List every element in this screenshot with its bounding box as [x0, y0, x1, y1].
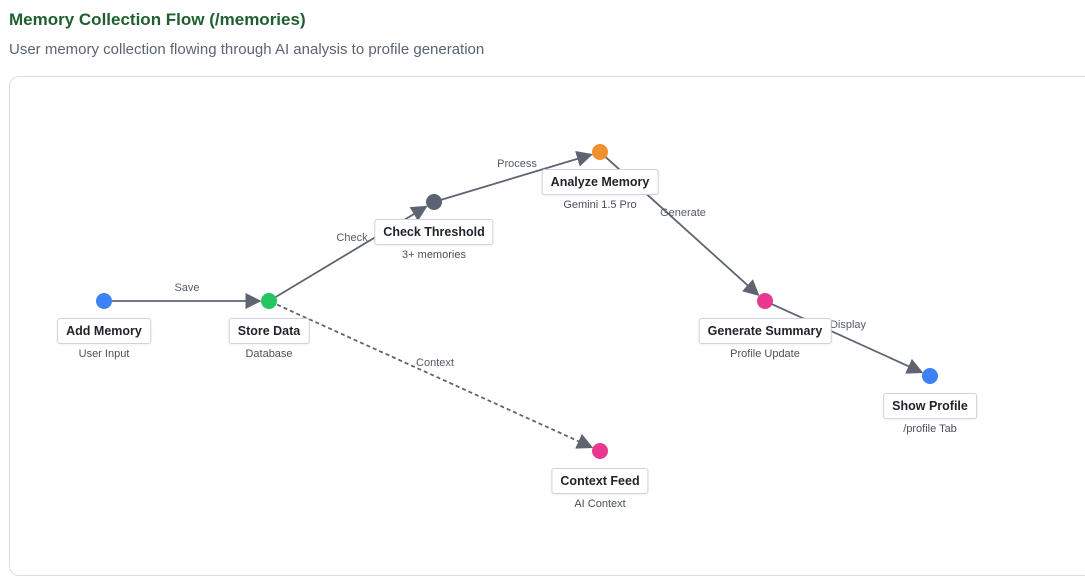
node-analyze-memory-handle[interactable]	[592, 144, 608, 160]
edge-label-save: Save	[174, 282, 199, 294]
edge-label-generate: Generate	[660, 207, 706, 219]
node-check-threshold-handle[interactable]	[426, 194, 442, 210]
node-analyze-memory-subtitle: Gemini 1.5 Pro	[563, 199, 637, 211]
node-show-profile[interactable]: Show Profile	[883, 393, 977, 419]
page-subtitle: User memory collection flowing through A…	[9, 41, 485, 58]
node-store-data-handle[interactable]	[261, 293, 277, 309]
edge-generate-summary-to-show-profile	[766, 301, 924, 374]
node-context-feed[interactable]: Context Feed	[551, 468, 649, 494]
node-add-memory-handle[interactable]	[96, 293, 112, 309]
edge-store-data-to-context-feed	[270, 301, 594, 449]
page-title: Memory Collection Flow (/memories)	[9, 10, 306, 29]
node-show-profile-subtitle: /profile Tab	[903, 423, 957, 435]
node-store-data-subtitle: Database	[245, 348, 293, 360]
node-check-threshold-subtitle: 3+ memories	[402, 249, 466, 261]
node-check-threshold[interactable]: Check Threshold	[374, 219, 494, 245]
edge-label-context: Context	[416, 357, 454, 369]
flow-canvas	[9, 76, 1085, 576]
node-show-profile-handle[interactable]	[922, 368, 938, 384]
node-context-feed-handle[interactable]	[592, 443, 608, 459]
node-add-memory[interactable]: Add Memory	[57, 318, 151, 344]
node-generate-summary-handle[interactable]	[757, 293, 773, 309]
node-store-data[interactable]: Store Data	[228, 318, 310, 344]
node-add-memory-subtitle: User Input	[78, 348, 130, 360]
node-analyze-memory[interactable]: Analyze Memory	[541, 169, 659, 195]
node-generate-summary[interactable]: Generate Summary	[698, 318, 832, 344]
node-generate-summary-subtitle: Profile Update	[730, 348, 800, 360]
node-context-feed-subtitle: AI Context	[574, 498, 626, 510]
edge-label-check: Check	[336, 232, 368, 244]
edge-label-display: Display	[830, 319, 867, 331]
edge-label-process: Process	[497, 158, 537, 170]
edge-check-threshold-to-analyze-memory	[435, 151, 593, 203]
